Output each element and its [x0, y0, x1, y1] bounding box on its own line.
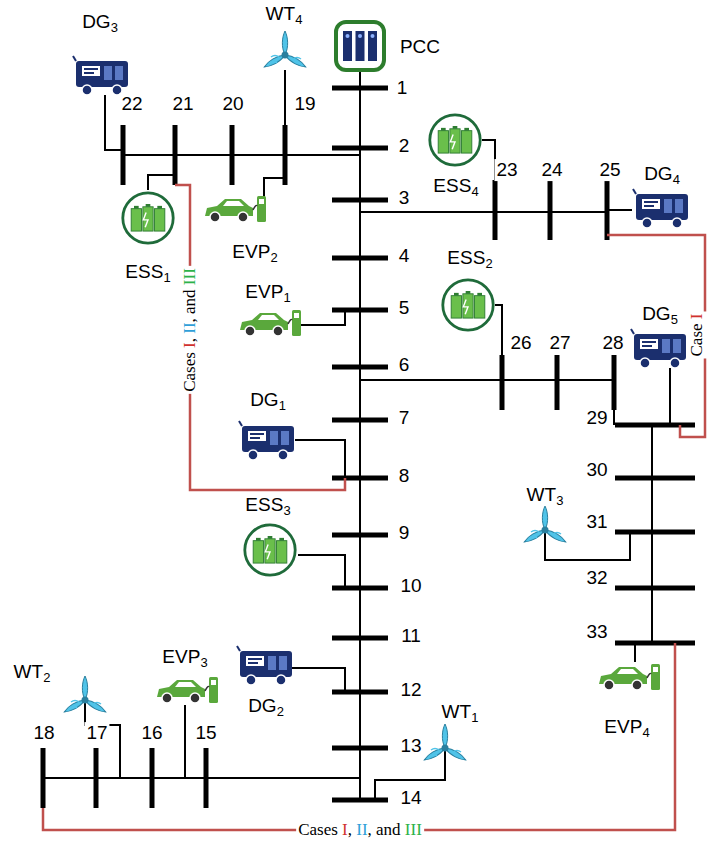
- component-label: EVP4: [602, 716, 651, 738]
- bus-number: 10: [398, 575, 423, 597]
- bus-bar: [41, 748, 46, 808]
- component-label: ESS1: [123, 261, 172, 283]
- bus-number: 30: [584, 459, 609, 481]
- bus-number: 32: [584, 567, 609, 589]
- pcc-icon: [336, 22, 384, 70]
- bus-bar: [332, 86, 388, 91]
- component-label: DG4: [642, 163, 682, 185]
- tie-line-label: Cases I, II, and III: [296, 820, 424, 840]
- bus-bar: [615, 476, 695, 481]
- bus-number: 12: [398, 679, 423, 701]
- ev-parks: [157, 196, 660, 703]
- component-label: WT3: [525, 484, 566, 506]
- bus-number: 9: [397, 522, 412, 544]
- bus-number: 11: [399, 625, 423, 647]
- bus-number: 18: [31, 722, 56, 744]
- bus-bar: [493, 180, 498, 240]
- generators: [73, 56, 688, 685]
- bus-number: 6: [397, 354, 412, 376]
- tie-line-label: Case I: [687, 312, 707, 359]
- bus-number: 5: [397, 297, 412, 319]
- tie-line-label: Cases I, II, and III: [180, 266, 200, 394]
- bus-bar: [150, 748, 155, 808]
- bus-number: 29: [584, 407, 609, 429]
- component-label: EVP3: [160, 646, 209, 668]
- bus-bar: [332, 256, 388, 261]
- bus-bar: [605, 180, 610, 240]
- bus-number: 31: [584, 511, 609, 533]
- bus-number: 14: [398, 787, 423, 809]
- bus-number: 23: [494, 159, 519, 181]
- component-label: DG5: [640, 303, 680, 325]
- bus-bar: [332, 746, 388, 751]
- bus-number: 22: [119, 93, 144, 115]
- bus-number: 7: [397, 407, 412, 429]
- component-label: ESS2: [445, 247, 494, 269]
- bus-number: 33: [584, 621, 609, 643]
- bus-bar: [121, 125, 126, 185]
- bus-number: 13: [398, 735, 423, 757]
- component-label: DG3: [80, 11, 120, 33]
- bus-bar: [332, 476, 388, 481]
- bus-bar: [94, 748, 99, 808]
- bus-bar: [332, 146, 388, 151]
- bus-bar: [612, 355, 617, 410]
- bus-number: 28: [600, 332, 625, 354]
- bus-number: 27: [547, 332, 572, 354]
- component-label: WT4: [264, 3, 305, 25]
- component-label: EVP1: [243, 281, 292, 303]
- bus-bar: [332, 308, 388, 313]
- storage-units: [123, 115, 493, 575]
- bus-number: 19: [292, 93, 317, 115]
- bus-bar: [332, 636, 388, 641]
- bus-bar: [332, 798, 388, 803]
- bus-number: 26: [508, 332, 533, 354]
- component-label: DG2: [246, 695, 286, 717]
- bus-bar: [615, 641, 695, 646]
- bus-bar: [332, 690, 388, 695]
- bus-number: 16: [139, 722, 164, 744]
- wind-turbines: [63, 31, 567, 762]
- bus-number: 25: [597, 159, 622, 181]
- bus-number: 4: [397, 245, 412, 267]
- bus-bar: [332, 533, 388, 538]
- bus-bar: [230, 125, 235, 185]
- bus-bars: [43, 88, 695, 808]
- tie-lines: [43, 185, 705, 830]
- component-label: DG1: [248, 389, 288, 411]
- component-label: ESS3: [243, 494, 292, 516]
- bus-bar: [615, 530, 695, 535]
- bus-number: 20: [220, 93, 245, 115]
- bus-bar: [332, 586, 388, 591]
- component-label: WT2: [12, 661, 53, 683]
- bus-bar: [332, 365, 388, 370]
- bus-bar: [500, 355, 505, 410]
- component-label: ESS4: [431, 175, 480, 197]
- bus-number: 15: [193, 722, 218, 744]
- component-label: PCC: [398, 36, 442, 58]
- bus-bar: [615, 586, 695, 591]
- bus-bar: [332, 418, 388, 423]
- bus-number: 17: [84, 722, 109, 744]
- component-label: WT1: [440, 701, 481, 723]
- bus-bar: [283, 125, 288, 185]
- bus-bar: [615, 423, 695, 428]
- bus-number: 2: [397, 135, 412, 157]
- bus-number: 24: [539, 159, 564, 181]
- feeder-lines: [43, 70, 670, 800]
- bus-number: 21: [170, 93, 195, 115]
- bus-number: 8: [397, 465, 412, 487]
- bus-bar: [204, 748, 209, 808]
- bus-bar: [332, 198, 388, 203]
- bus-bar: [555, 355, 560, 410]
- bus-number: 1: [395, 77, 410, 99]
- component-label: EVP2: [230, 241, 279, 263]
- bus-number: 3: [397, 187, 412, 209]
- bus-bar: [548, 180, 553, 240]
- bus-bar: [173, 125, 178, 185]
